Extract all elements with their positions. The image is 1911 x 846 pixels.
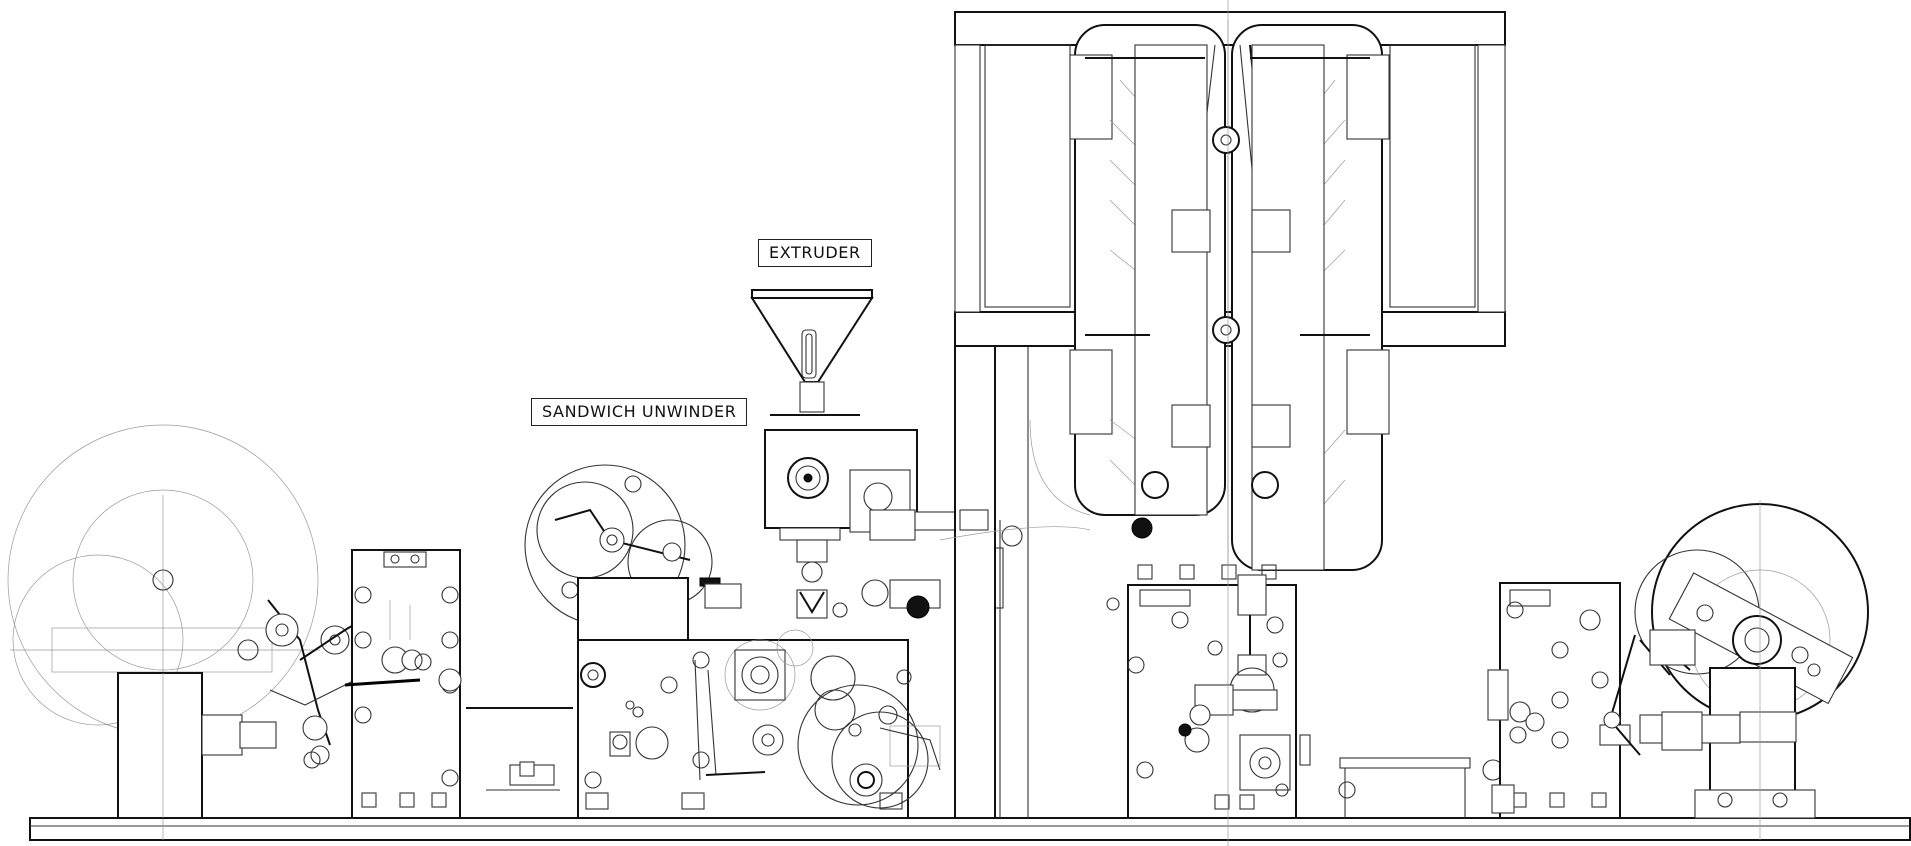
construction-lines [939,0,1761,846]
sandwich-unwinder [524,464,721,626]
coating-unit [1106,574,1311,819]
inspection-table [1338,757,1504,818]
laminator-frame [577,577,941,819]
drying-tower [954,11,1506,620]
rewind-reel [1599,503,1869,819]
extruder-label: EXTRUDER [758,239,872,267]
web-path [466,707,573,791]
splice-arm-assembly [237,599,363,769]
sandwich-unwinder-label: SANDWICH UNWINDER [531,398,748,426]
main-unwind-reel [7,424,320,840]
extruder-unit [704,289,988,619]
support-column [954,344,1029,819]
tension-frame [344,549,462,819]
rewinder [1487,582,1621,819]
base-rail [29,817,1911,841]
